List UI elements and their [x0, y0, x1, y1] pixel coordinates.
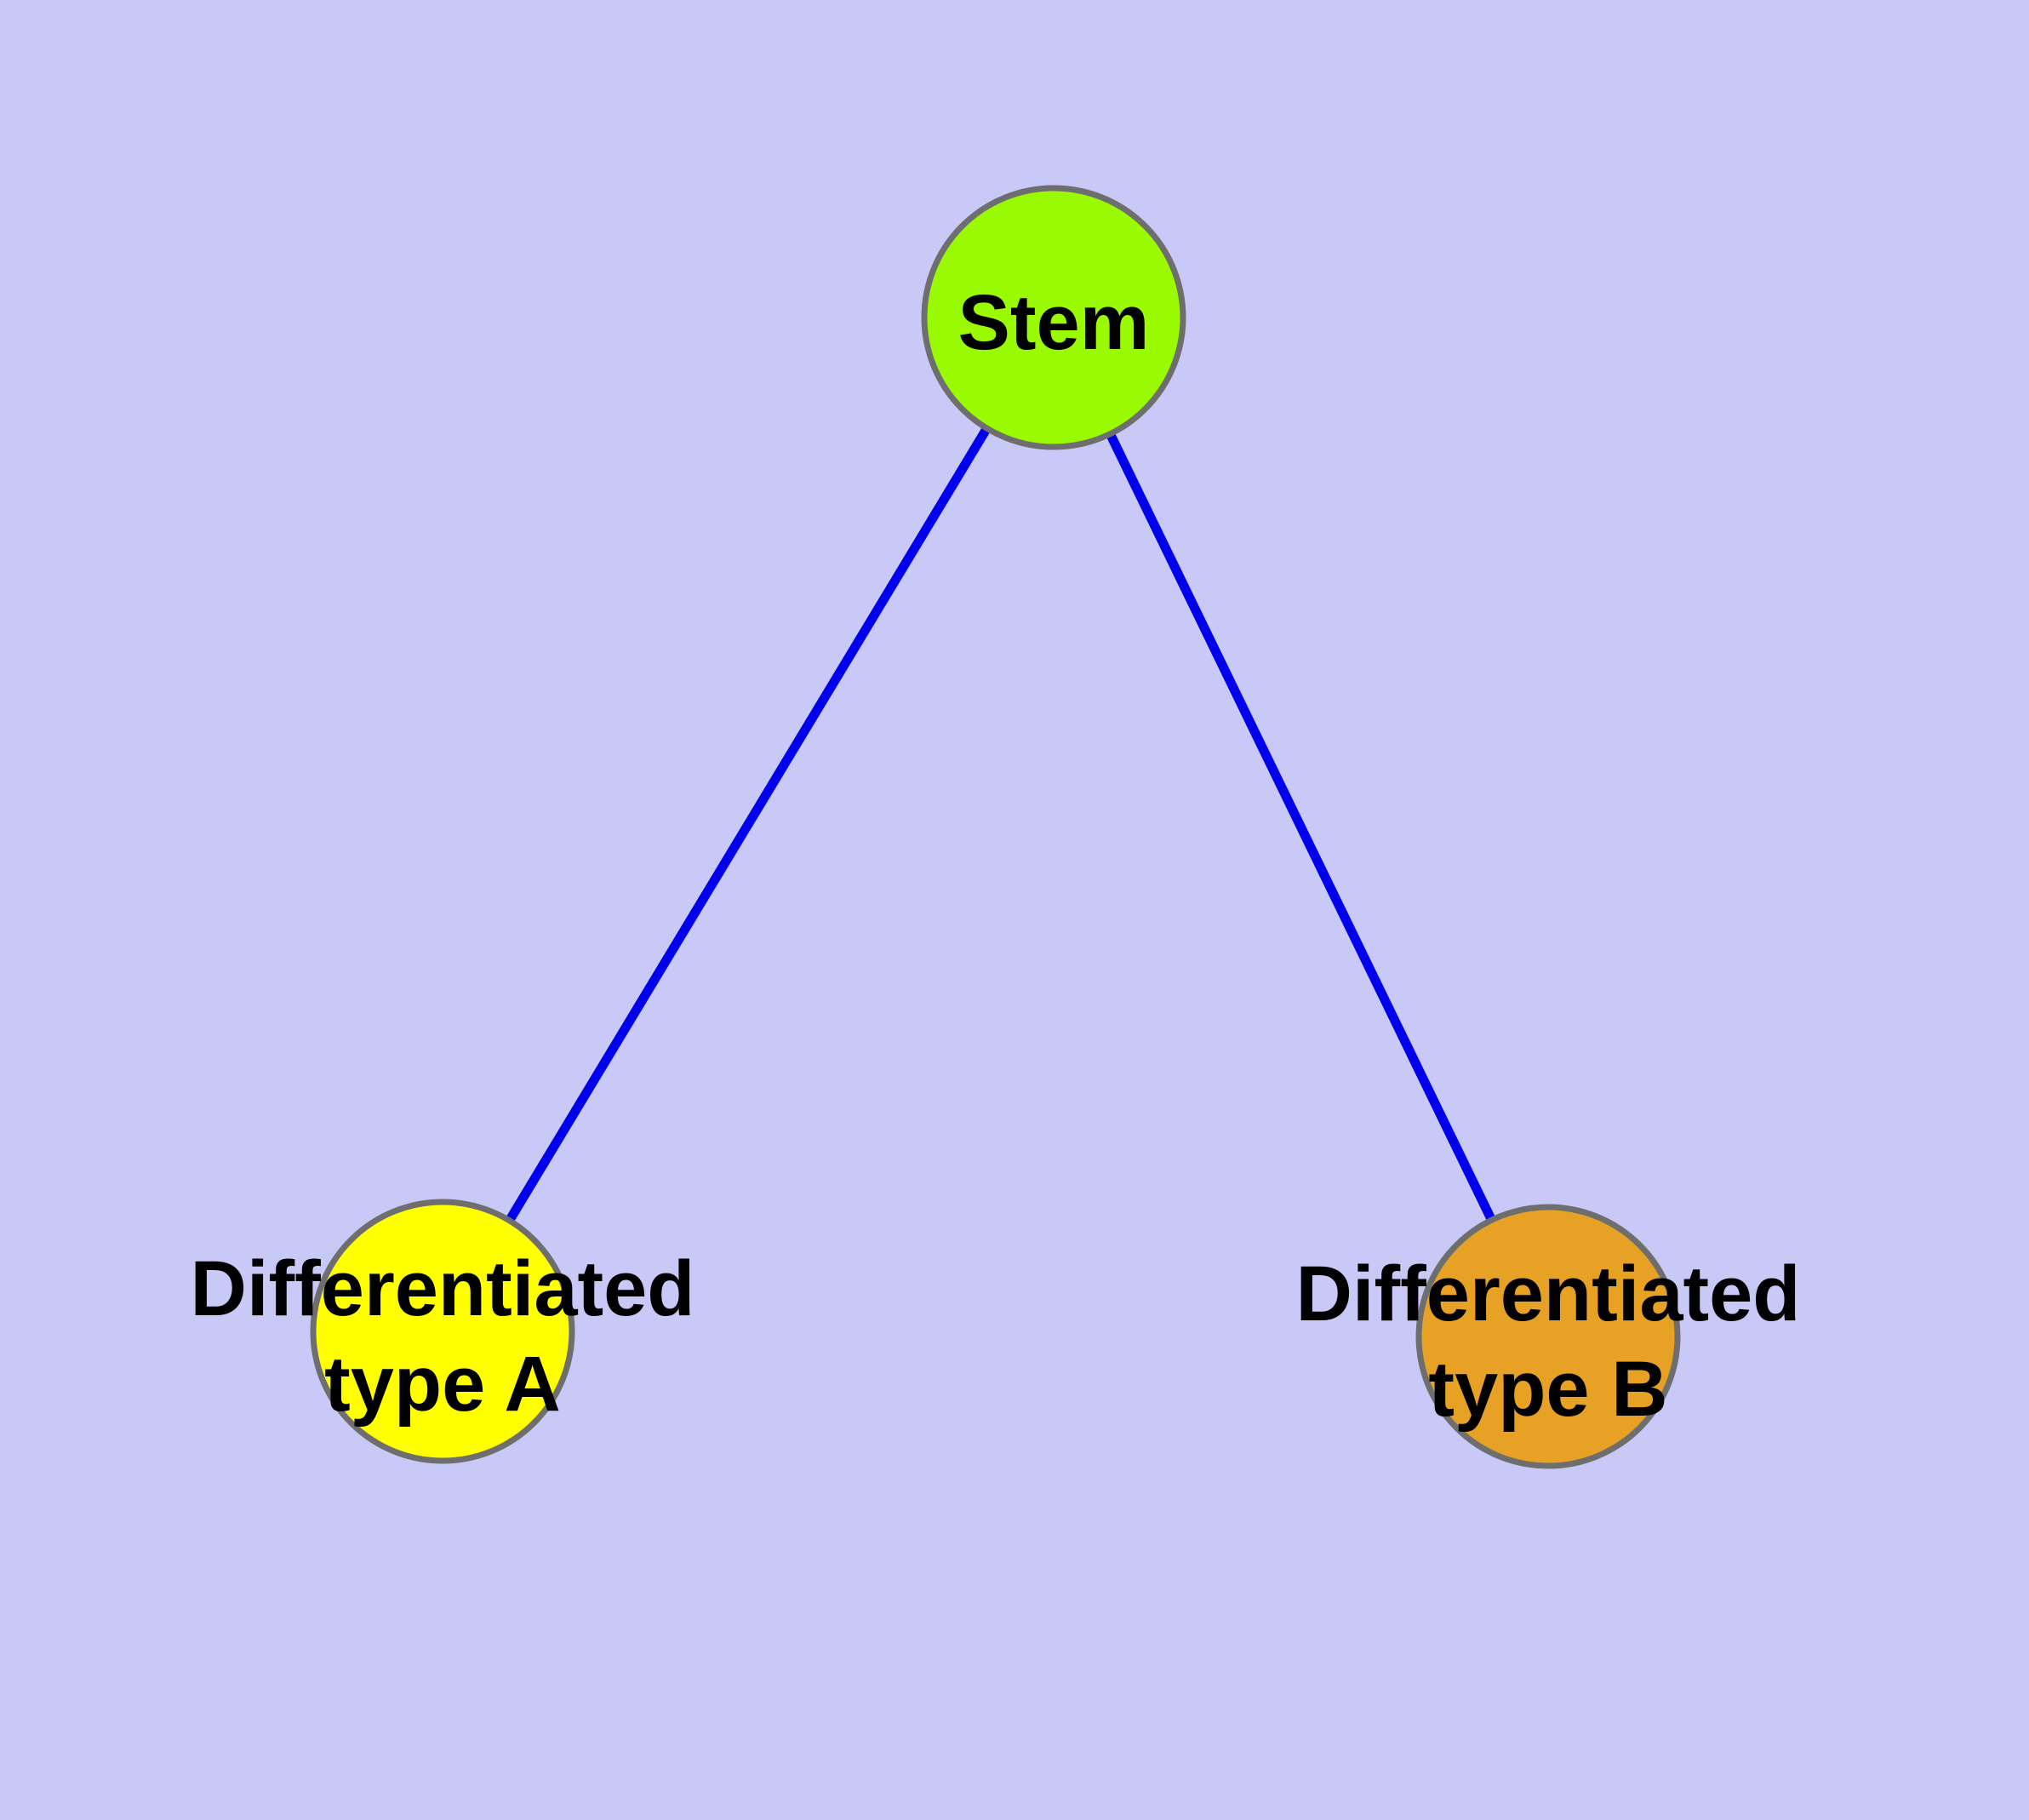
edge-stem-to-differentiated-type-a: [438, 315, 1058, 1334]
node-differentiated-type-a-circle[interactable]: [310, 1199, 575, 1464]
node-differentiated-type-b-circle[interactable]: [1415, 1204, 1681, 1469]
edge-stem-to-differentiated-type-b: [1049, 315, 1552, 1339]
node-stem-circle[interactable]: [921, 185, 1186, 450]
node-stem-label: Stem: [958, 279, 1150, 366]
node-stem[interactable]: Stem: [921, 185, 1186, 450]
